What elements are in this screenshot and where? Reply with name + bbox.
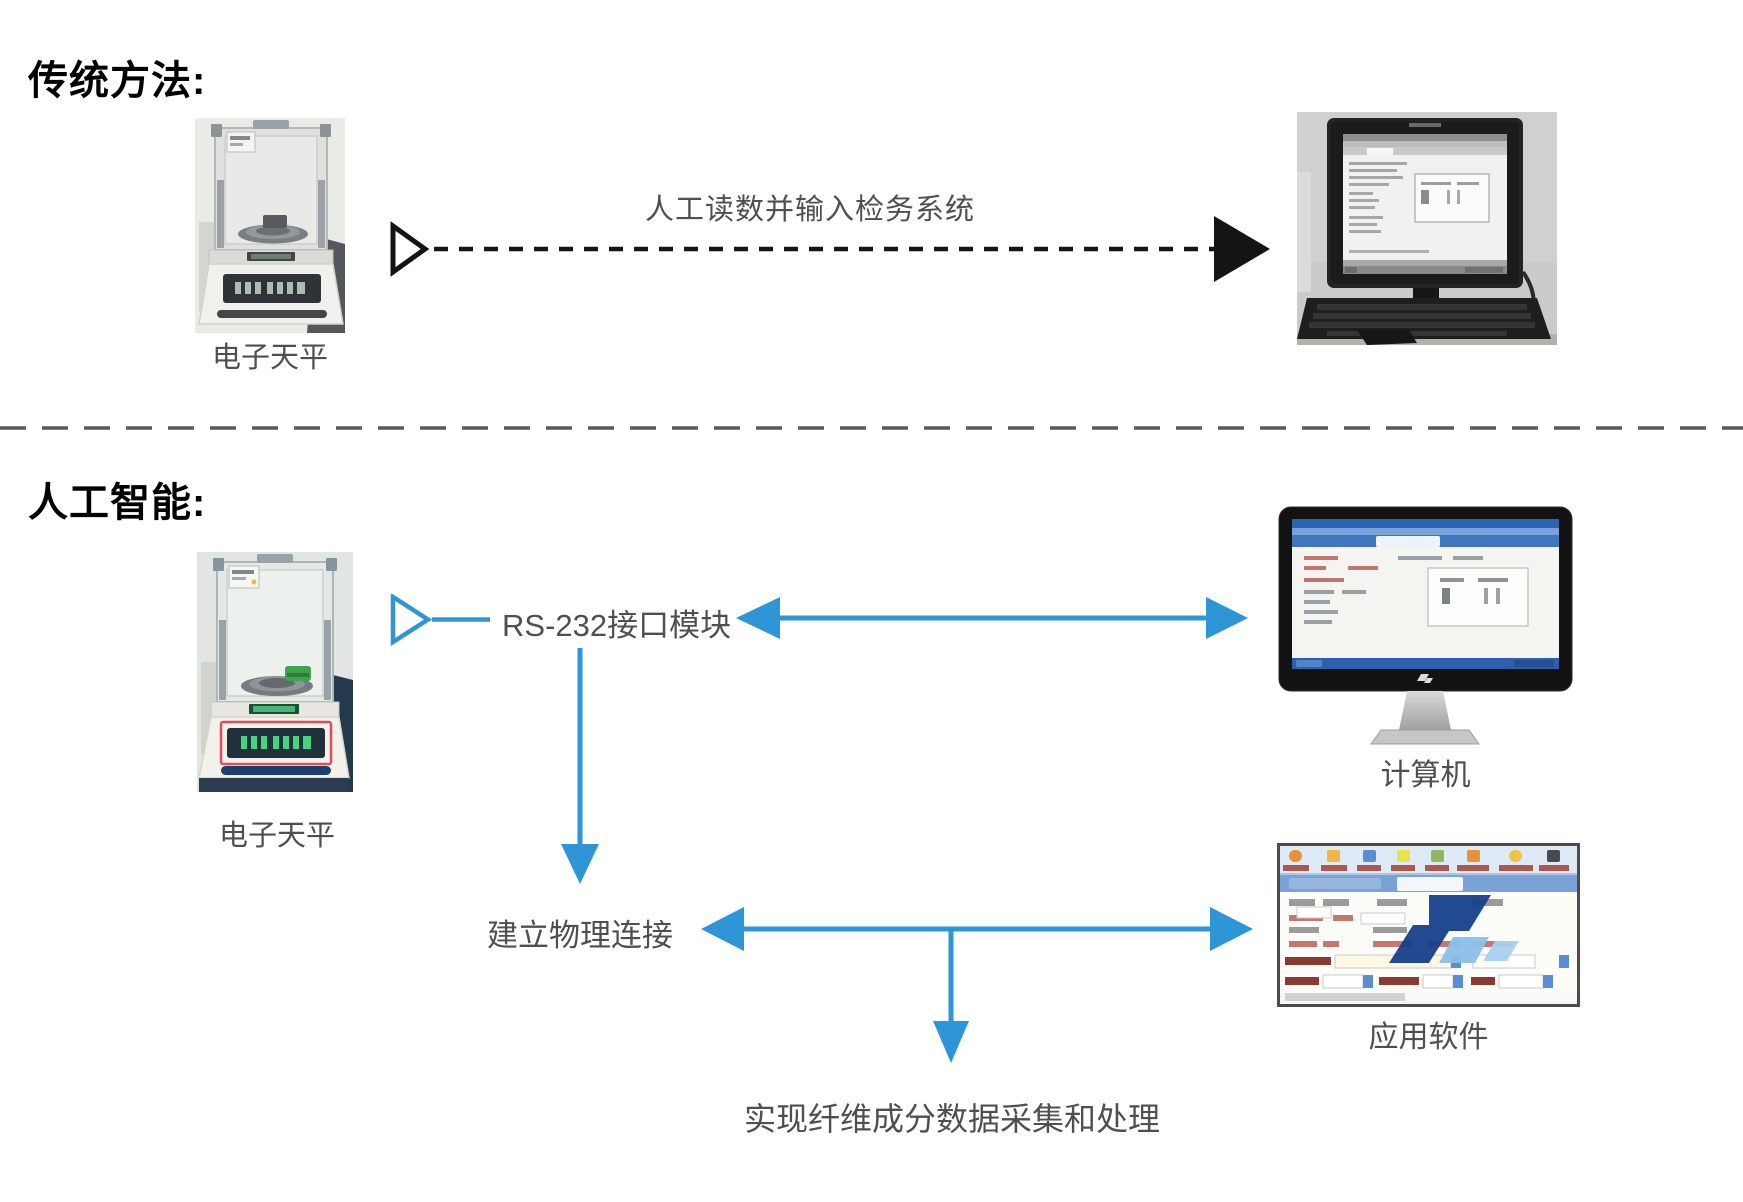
electronic-balance-photo (195, 118, 345, 333)
electronic-balance-photo-detected (197, 552, 353, 792)
balance-output-connector (390, 594, 490, 646)
toolbar-icons (1289, 850, 1560, 862)
balance-caption-ai: 电子天平 (218, 820, 335, 852)
connection-software-double-arrow (701, 907, 1253, 1063)
toolbar-labels (1283, 865, 1569, 871)
application-window-screenshot (1277, 843, 1580, 1007)
software-caption: 应用软件 (1368, 1021, 1489, 1054)
balance-caption-traditional: 电子天平 (211, 342, 328, 374)
form-row-2 (1285, 974, 1553, 989)
outcome-label: 实现纤维成分数据采集和处理 (743, 1101, 1160, 1137)
monitor-brand-logo (1417, 674, 1433, 683)
desktop-computer-keyboard-photo (1297, 112, 1557, 345)
flat-monitor-photo (1278, 506, 1573, 745)
physical-connection-label: 建立物理连接 (487, 918, 673, 953)
section-title-traditional: 传统方法: (28, 59, 207, 103)
rs232-module-label: RS-232接口模块 (502, 608, 732, 643)
computer-caption: 计算机 (1380, 759, 1471, 792)
section-divider (0, 426, 1743, 430)
section-title-ai: 人工智能: (28, 481, 207, 525)
form-text-blobs-gray (1289, 899, 1503, 933)
rs232-down-arrow (561, 648, 599, 884)
manual-entry-arrow-caption: 人工读数并输入检务系统 (644, 194, 975, 226)
manual-entry-arrow (390, 216, 1270, 282)
software-logo (1389, 895, 1519, 963)
rs232-computer-double-arrow (736, 597, 1248, 639)
